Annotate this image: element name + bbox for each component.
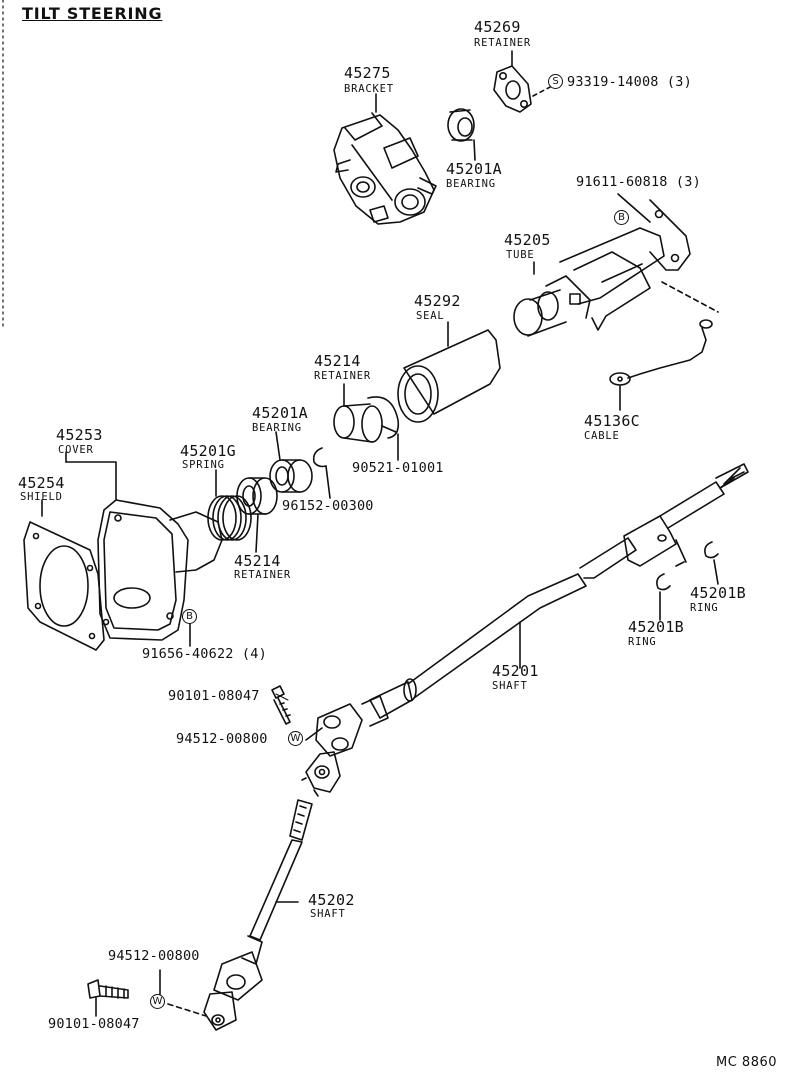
bracket-45275-drawing [333,93,437,225]
part-name-bearing-mid: BEARING [252,422,302,434]
part-name-cover: COVER [58,444,94,456]
b-symbol-icon: B [182,609,197,624]
w-symbol-icon: W [288,731,303,746]
part-name-retainer-top: RETAINER [314,370,371,382]
fastener-94512-lower-label: 94512-00800 [108,948,200,964]
seal-45292-drawing [397,321,501,423]
universal-joint-upper-drawing [301,703,363,797]
part-name-ring-right: RING [690,602,719,614]
part-number-45253: 45253 [56,426,103,444]
part-name-tube: TUBE [506,249,535,261]
part-name-cable: CABLE [584,430,620,442]
fastener-96152-label: 96152-00300 [282,498,374,514]
part-number-45201b-right: 45201B [690,584,746,602]
part-name-retainer-low: RETAINER [234,569,291,581]
diagram-code: MC 8860 [716,1055,778,1070]
cable-45136c-drawing [609,319,713,411]
w-symbol-icon: W [150,994,165,1009]
part-number-45201: 45201 [492,662,539,680]
part-number-45136c: 45136C [584,412,640,430]
part-number-45292: 45292 [414,292,461,310]
fastener-90101-lower-label: 90101-08047 [48,1016,140,1032]
part-number-45275: 45275 [344,64,391,82]
fastener-94512-upper-label: 94512-00800 [176,731,268,747]
fastener-90101-upper-label: 90101-08047 [168,688,260,704]
fastener-90521-label: 90521-01001 [352,460,444,476]
shaft-45202-drawing [203,799,313,1031]
retainer-45214-low-drawing [236,477,278,553]
diagram-title: TILT STEERING [22,4,163,23]
part-name-shaft-upper: SHAFT [492,680,528,692]
part-number-45214-low: 45214 [234,552,281,570]
part-name-shaft-lower: SHAFT [310,908,346,920]
shield-45254-drawing [23,499,105,651]
part-number-45201a-top: 45201A [446,160,502,178]
part-number-45269: 45269 [474,18,521,36]
part-number-45205: 45205 [504,231,551,249]
fastener-93319-label: 93319-14008 (3) [567,74,692,90]
ring-96152-drawing [312,447,331,499]
part-name-shield: SHIELD [20,491,63,503]
shaft-45201-drawing [579,463,749,579]
shaft-45201-lower-drawing [361,573,587,727]
b-symbol-icon: B [614,210,629,225]
retainer-45269-drawing [493,50,553,113]
bearing-45201a-mid-drawing [269,431,313,493]
spring-45201g-drawing [207,469,252,541]
cover-45253-drawing [65,451,223,641]
part-name-seal: SEAL [416,310,445,322]
fastener-91611-label: 91611-60818 (3) [576,174,701,190]
part-name-spring: SPRING [182,459,225,471]
bolt-90101-upper-drawing [271,685,291,725]
tube-45205-drawing [513,193,719,337]
ring-45201b-right-drawing [704,541,719,585]
fastener-91656-label: 91656-40622 (4) [142,646,267,662]
leader-94512-upper [305,727,323,741]
retainer-45214-top-drawing [333,383,400,461]
part-name-bearing-top: BEARING [446,178,496,190]
part-name-bracket: BRACKET [344,83,394,95]
ring-45201b-left-drawing [656,573,671,621]
part-number-45201a-mid: 45201A [252,404,308,422]
part-number-45202: 45202 [308,891,355,909]
s-symbol-icon: S [548,74,563,89]
part-number-45201b-left: 45201B [628,618,684,636]
part-name-retainer: RETAINER [474,37,531,49]
part-number-45214-top: 45214 [314,352,361,370]
part-name-ring-left: RING [628,636,657,648]
bearing-45201a-top-drawing [447,108,476,161]
part-number-45254: 45254 [18,474,65,492]
part-number-45201g: 45201G [180,442,236,460]
leader-washer-to-joint [167,1003,207,1017]
bolt-90101-lower-drawing [87,979,129,1017]
